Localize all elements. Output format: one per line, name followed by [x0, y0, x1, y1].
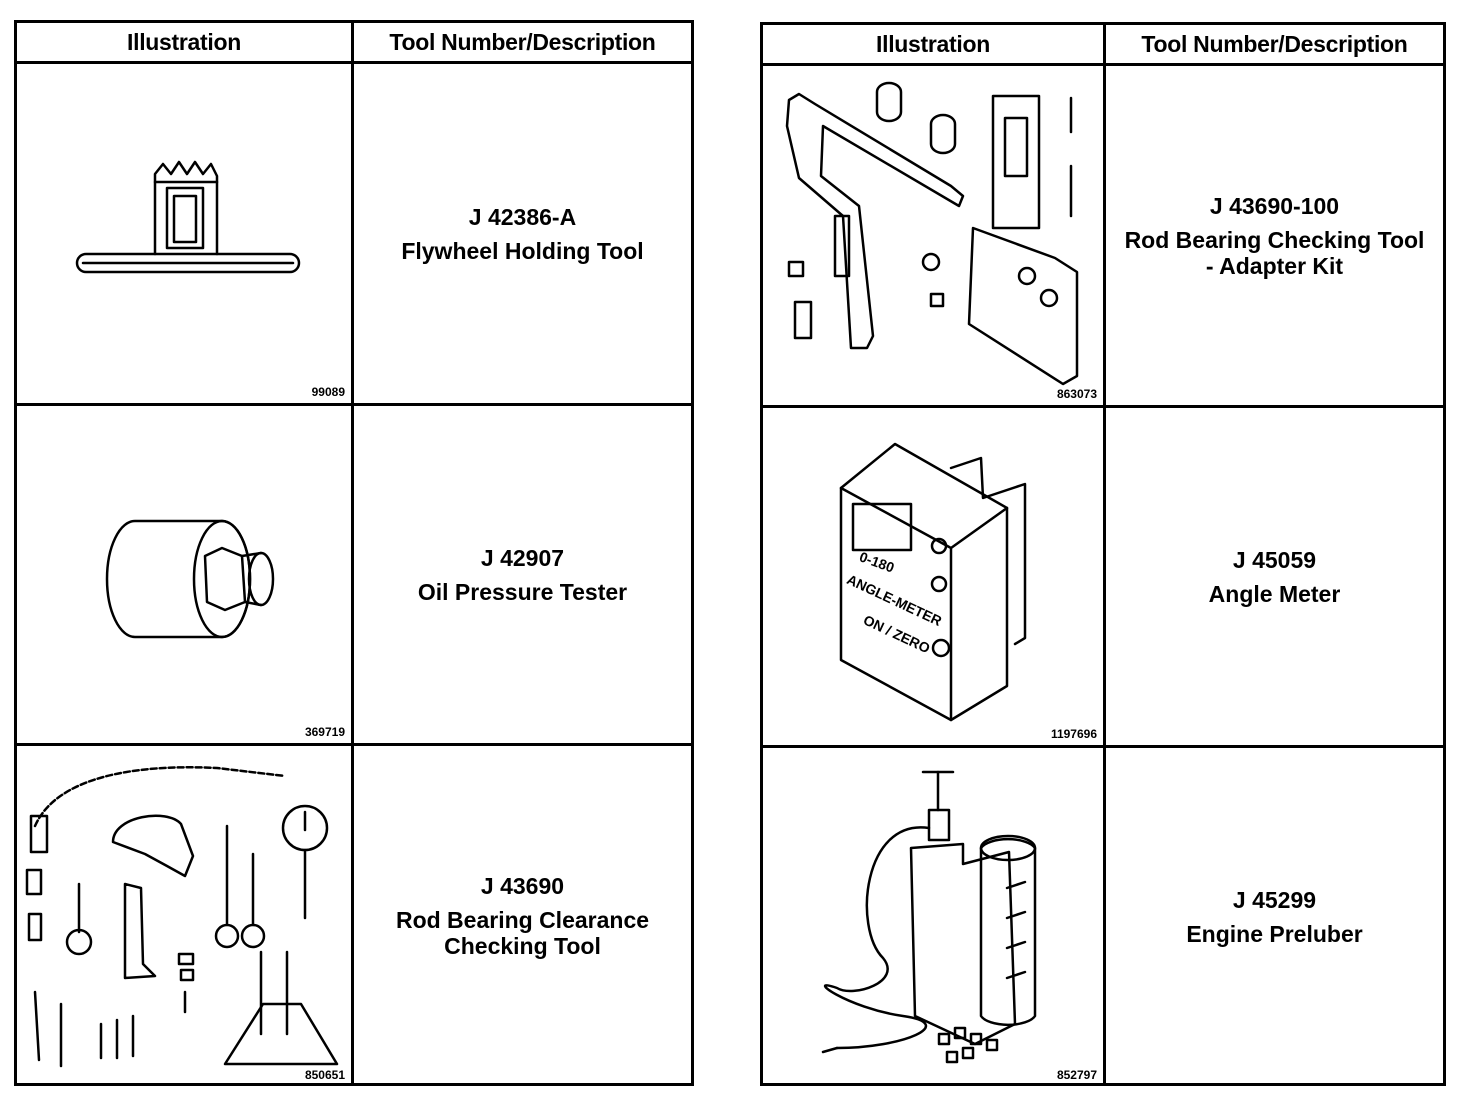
tool-name-line2: - Adapter Kit	[1205, 252, 1344, 279]
tool-description: J 43690 Rod Bearing Clearance Checking T…	[354, 746, 691, 1086]
tool-description: J 42907 Oil Pressure Tester	[354, 406, 691, 743]
tool-name: Flywheel Holding Tool	[401, 237, 644, 264]
adapter-kit-icon	[785, 81, 1079, 386]
table-row: 863073 J 43690-100 Rod Bearing Checking …	[763, 66, 1443, 408]
right-tool-table: Illustration Tool Number/Description	[760, 22, 1446, 1086]
figure-number: 863073	[1056, 387, 1097, 401]
flywheel-holding-tool-icon	[75, 160, 301, 274]
table-header: Illustration Tool Number/Description	[17, 23, 691, 64]
table-row: 99089 J 42386-A Flywheel Holding Tool	[17, 64, 691, 406]
tool-description: J 45059 Angle Meter	[1106, 408, 1443, 745]
illustration-cell: 369719	[17, 406, 354, 743]
table-row: 852797 J 45299 Engine Preluber	[763, 748, 1443, 1086]
illustration-cell: 863073	[763, 66, 1106, 405]
tool-name-line2: Checking Tool	[444, 933, 601, 959]
table-header: Illustration Tool Number/Description	[763, 25, 1443, 66]
table-row: 850651 J 43690 Rod Bearing Clearance Che…	[17, 746, 691, 1086]
angle-meter-icon	[839, 442, 1027, 722]
rod-bearing-clearance-tool-icon	[25, 766, 339, 1068]
tool-name: Engine Preluber	[1186, 921, 1363, 947]
engine-preluber-icon	[821, 770, 1037, 1064]
tool-number: J 43690	[480, 873, 565, 899]
tool-description: J 42386-A Flywheel Holding Tool	[354, 64, 691, 403]
table-row: 369719 J 42907 Oil Pressure Tester	[17, 406, 691, 746]
table-row: 0-180 ANGLE-METER ON / ZERO 1197696 J 45…	[763, 408, 1443, 748]
figure-number: 99089	[311, 385, 345, 399]
left-tool-table: Illustration Tool Number/Description 990…	[14, 20, 694, 1086]
figure-number: 369719	[304, 725, 345, 739]
tool-number: J 43690-100	[1209, 192, 1340, 219]
tool-number: J 42907	[480, 544, 565, 571]
illustration-cell: 852797	[763, 748, 1106, 1086]
tool-number: J 42386-A	[468, 203, 577, 230]
illustration-cell: 99089	[17, 64, 354, 403]
tool-name: Angle Meter	[1208, 580, 1341, 607]
illustration-cell: 0-180 ANGLE-METER ON / ZERO 1197696	[763, 408, 1106, 745]
figure-number: 850651	[304, 1068, 345, 1082]
tool-number: J 45299	[1232, 887, 1317, 913]
tool-description: J 43690-100 Rod Bearing Checking Tool - …	[1106, 66, 1443, 405]
tool-number: J 45059	[1232, 546, 1317, 573]
figure-number: 852797	[1056, 1068, 1097, 1082]
figure-number: 1197696	[1050, 727, 1097, 741]
tool-name: Rod Bearing Clearance	[395, 907, 650, 933]
header-illustration: Illustration	[763, 25, 1106, 63]
illustration-cell: 850651	[17, 746, 354, 1086]
tool-name: Oil Pressure Tester	[417, 578, 628, 605]
header-tool-number: Tool Number/Description	[389, 28, 656, 55]
header-illustration: Illustration	[17, 23, 354, 61]
oil-pressure-tester-icon	[105, 519, 275, 639]
tool-name: Rod Bearing Checking Tool	[1124, 226, 1425, 253]
header-tool-number: Tool Number/Description	[1141, 30, 1408, 57]
tool-description: J 45299 Engine Preluber	[1106, 748, 1443, 1086]
